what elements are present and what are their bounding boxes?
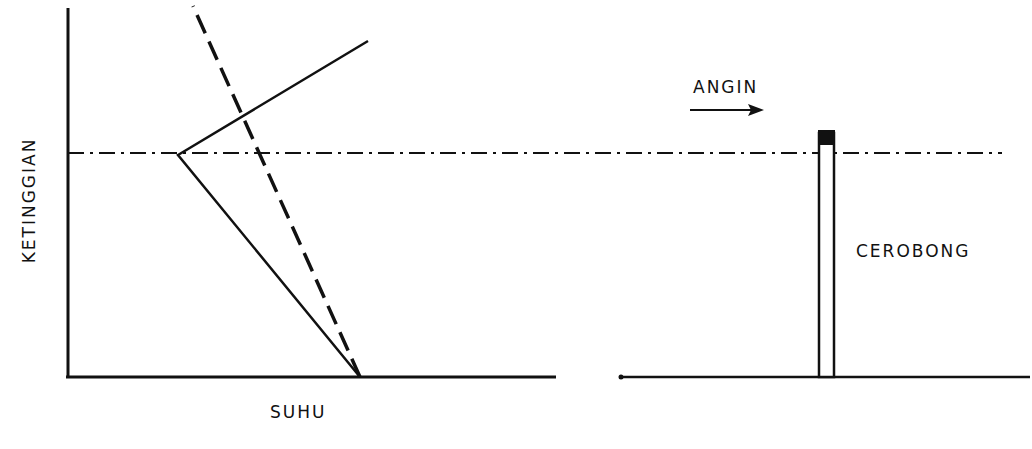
wind-label: ANGIN — [693, 79, 758, 96]
environmental-lapse-rate — [178, 41, 368, 377]
ground-dot — [619, 375, 624, 380]
wind-arrow — [690, 109, 755, 111]
temperature-axis — [66, 376, 556, 379]
axis-label: SUHU — [270, 404, 326, 421]
adiabatic-lapse-rate — [193, 6, 360, 377]
stack-label: CEROBONG — [856, 243, 970, 260]
stack-height-line — [68, 152, 1002, 154]
stack-top — [818, 130, 835, 145]
axis-label: KETINGGIAN — [22, 137, 39, 263]
wind-arrowhead — [748, 104, 764, 116]
height-axis — [67, 8, 70, 378]
stack-body — [819, 133, 834, 377]
